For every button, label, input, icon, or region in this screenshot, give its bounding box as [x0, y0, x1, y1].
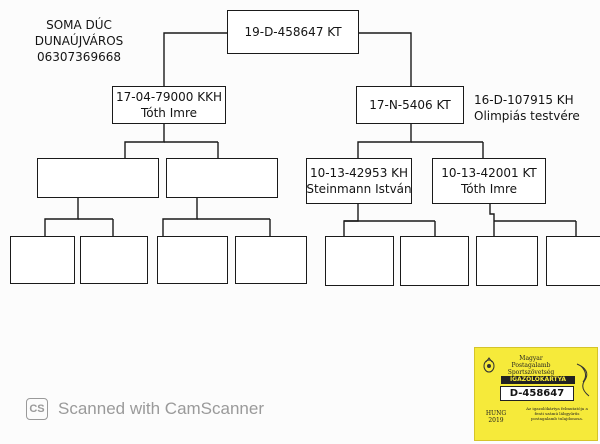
sire-sire-box	[37, 158, 159, 198]
pigeon-wing-icon	[576, 363, 590, 397]
card-note: Az igazolókártya felmutatója a fenti szá…	[526, 406, 588, 421]
camscanner-watermark: CS Scanned with CamScanner	[26, 398, 264, 420]
great-grandparent-box-6	[400, 236, 469, 286]
card-title: IGAZOLÓKÁRTYA	[501, 376, 575, 384]
dam-sire-breeder: Steinmann István	[306, 182, 412, 196]
connector-root-sire	[163, 32, 227, 86]
dam-dam-ring: 10-13-42001 KT	[441, 166, 537, 180]
owner-phone: 06307369668	[37, 50, 121, 64]
camscanner-logo-icon: CS	[26, 398, 48, 420]
membership-card: Magyar Postagalamb Sportszövetség IGAZOL…	[474, 347, 598, 441]
dam-sire-ring: 10-13-42953 KH	[309, 166, 409, 180]
connector-root-dam	[359, 32, 412, 86]
sire-ring: 17-04-79000 KKH	[116, 90, 222, 104]
card-association: Magyar Postagalamb Sportszövetség	[507, 355, 555, 376]
owner-name: SOMA DÚC	[46, 18, 112, 32]
dam-dam-breeder: Tóth Imre	[460, 182, 518, 196]
sire-breeder: Tóth Imre	[140, 106, 198, 120]
dam-sibling-note: 16-D-107915 KH Olimpiás testvére	[474, 92, 580, 124]
great-grandparent-box-7	[476, 236, 538, 286]
great-grandparent-box-5	[325, 236, 394, 286]
dam-box: 17-N-5406 KT	[356, 86, 464, 124]
connector-dam-grandparents	[357, 124, 412, 158]
pigeon-icon	[483, 357, 495, 373]
dam-sire-box: 10-13-42953 KH Steinmann István	[306, 158, 412, 204]
great-grandparent-box-8	[546, 236, 600, 286]
dam-ring: 17-N-5406 KT	[369, 98, 451, 112]
owner-info: SOMA DÚC DUNAÚJVÁROS 06307369668	[29, 17, 129, 65]
owner-city: DUNAÚJVÁROS	[34, 34, 124, 48]
sire-dam-box	[166, 158, 278, 198]
pigeon-box: 19-D-458647 KT	[227, 10, 359, 54]
great-grandparent-box-4	[235, 236, 307, 284]
great-grandparent-box-1	[10, 236, 75, 284]
connector-sire-grandparents	[124, 124, 165, 158]
camscanner-text: Scanned with CamScanner	[58, 399, 265, 418]
great-grandparent-box-2	[80, 236, 148, 284]
sire-box: 17-04-79000 KKH Tóth Imre	[112, 86, 226, 124]
sibling-ring: 16-D-107915 KH	[474, 93, 574, 107]
card-number: D-458647	[500, 386, 574, 401]
card-country-year: HUNG 2019	[485, 410, 507, 424]
great-grandparent-box-3	[157, 236, 228, 284]
dam-dam-box: 10-13-42001 KT Tóth Imre	[432, 158, 546, 204]
pigeon-ring: 19-D-458647 KT	[244, 25, 342, 39]
sibling-note: Olimpiás testvére	[474, 109, 580, 123]
